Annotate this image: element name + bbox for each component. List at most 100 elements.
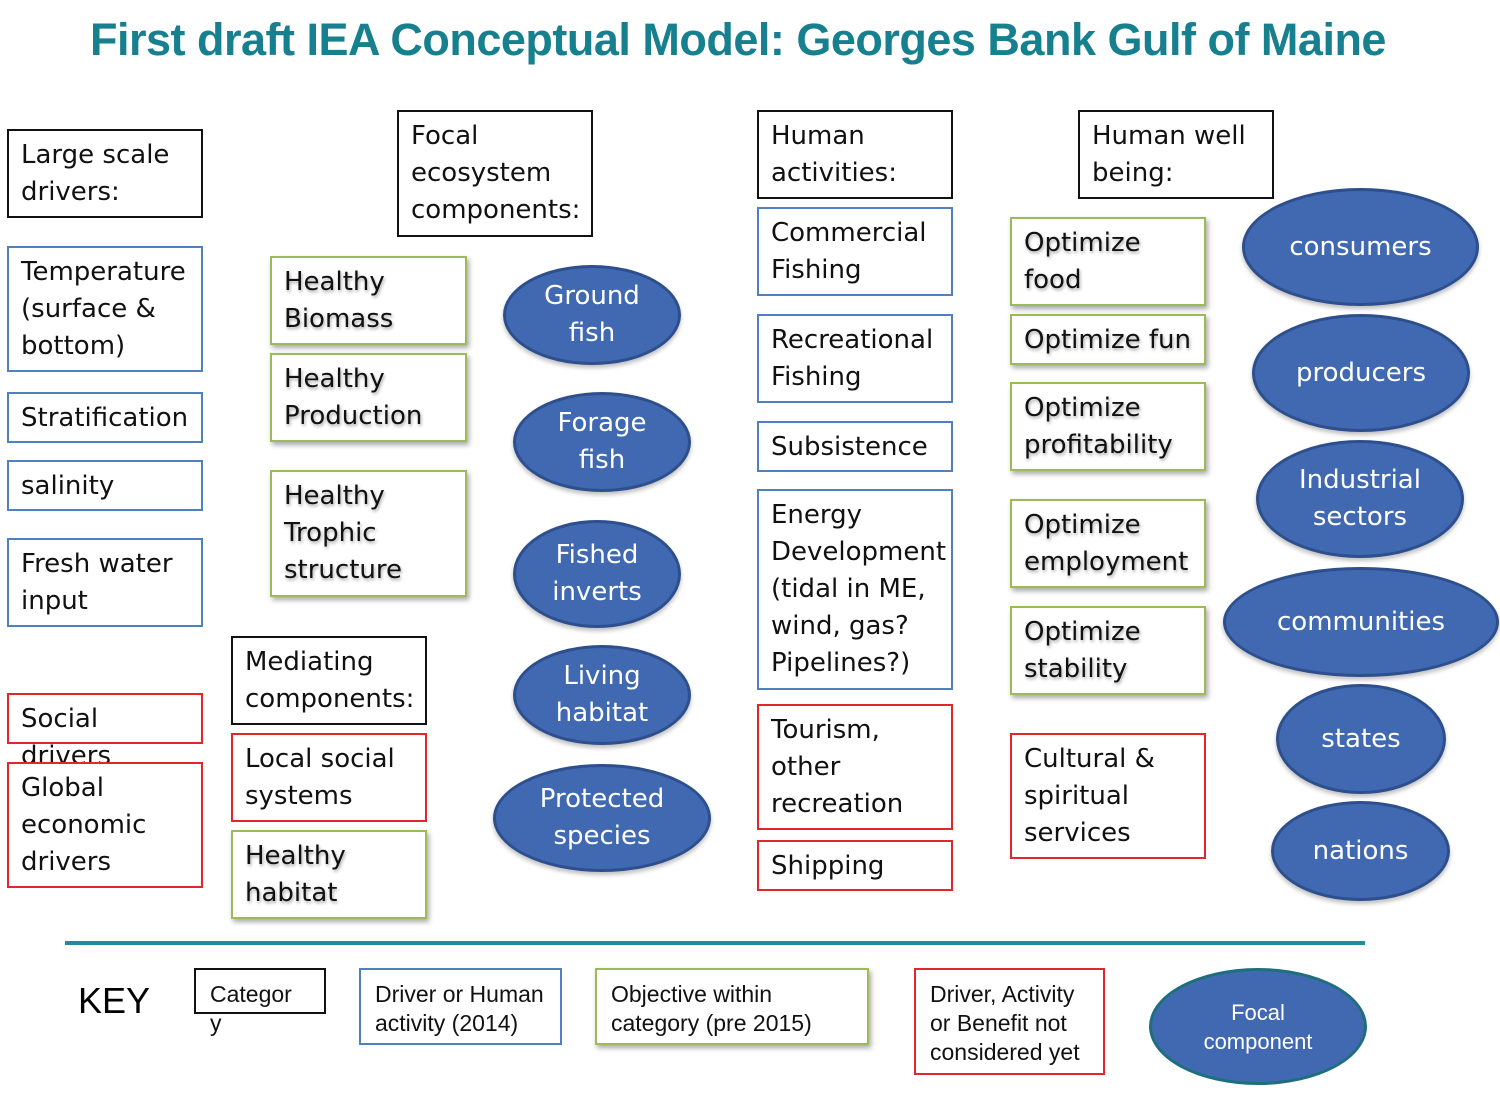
line: economic: [21, 810, 147, 840]
activity-subsistence: Subsistence: [757, 421, 953, 472]
key-focal-component: Focal component: [1149, 968, 1367, 1085]
line: activities:: [771, 158, 897, 188]
line: structure: [284, 555, 402, 585]
line: Living: [563, 661, 641, 691]
line: systems: [245, 781, 353, 811]
objective-healthy-habitat: Healthy habitat: [231, 830, 427, 919]
line: Recreational: [771, 325, 934, 355]
category-human-well-being: Human well being:: [1078, 110, 1274, 199]
key-category: Categor y: [194, 968, 326, 1036]
line: Commercial: [771, 218, 927, 248]
objective-healthy-production: Healthy Production: [270, 353, 467, 442]
benefit-cultural-spiritual: Cultural & spiritual services: [1010, 733, 1206, 859]
category-large-scale-drivers: Large scale drivers:: [7, 129, 203, 218]
driver-stratification: Stratification: [7, 392, 203, 443]
line: Ground: [544, 281, 640, 311]
line: components:: [245, 684, 415, 714]
line: bottom): [21, 331, 126, 361]
line: Industrial: [1299, 465, 1421, 495]
line: salinity: [21, 471, 115, 501]
line: Large scale: [21, 140, 170, 170]
line: Optimize fun: [1024, 325, 1191, 355]
line: drivers: [21, 847, 112, 877]
line: Trophic: [284, 518, 377, 548]
focal-producers: producers: [1252, 314, 1470, 432]
line: input: [21, 586, 88, 616]
activity-recreational-fishing: Recreational Fishing: [757, 314, 953, 403]
line: Optimize: [1024, 228, 1141, 258]
activity-shipping: Shipping: [757, 840, 953, 891]
line: Development: [771, 537, 947, 567]
line: (tidal in ME,: [771, 574, 926, 604]
focal-industrial-sectors: Industrial sectors: [1256, 440, 1464, 558]
key-driver: Driver or Human activity (2014): [359, 968, 562, 1045]
line: Optimize: [1024, 510, 1141, 540]
driver-salinity: salinity: [7, 460, 203, 511]
objective-healthy-biomass: Healthy Biomass: [270, 256, 467, 345]
page-title: First draft IEA Conceptual Model: George…: [90, 14, 1386, 65]
line: habitat: [555, 698, 649, 728]
line: Healthy: [284, 481, 385, 511]
line: Local social: [245, 744, 395, 774]
line: Stratification: [21, 403, 189, 433]
key-text: Driver or Human activity (2014): [375, 981, 544, 1036]
line: employment: [1024, 547, 1189, 577]
key-not-considered: Driver, Activity or Benefit not consider…: [914, 968, 1105, 1075]
objective-healthy-trophic: Healthy Trophic structure: [270, 470, 467, 597]
line: (surface &: [21, 294, 156, 324]
key-text: Driver, Activity or Benefit not consider…: [930, 981, 1080, 1065]
line: producers: [1295, 357, 1427, 388]
line: sectors: [1312, 502, 1408, 532]
line: species: [553, 821, 651, 851]
line: Healthy: [284, 364, 385, 394]
focal-communities: communities: [1223, 567, 1499, 677]
line: components:: [411, 195, 581, 225]
line: other: [771, 752, 841, 782]
line: Temperature: [21, 257, 186, 287]
focal-states: states: [1276, 684, 1446, 794]
line: Optimize: [1024, 617, 1141, 647]
line: Healthy: [284, 267, 385, 297]
line: Forage: [557, 408, 647, 438]
line: states: [1321, 723, 1401, 754]
line: Healthy: [245, 841, 346, 871]
line: fish: [578, 445, 626, 475]
line: Fresh water: [21, 549, 173, 579]
key-label: KEY: [78, 980, 151, 1021]
category-mediating: Mediating components:: [231, 636, 427, 725]
objective-optimize-profitability: Optimize profitability: [1010, 382, 1206, 471]
line: Human: [771, 121, 865, 151]
line: Mediating: [245, 647, 374, 677]
line: Cultural &: [1024, 744, 1155, 774]
line: inverts: [552, 577, 642, 607]
line: consumers: [1289, 231, 1432, 262]
mediating-local-social-systems: Local social systems: [231, 733, 427, 822]
line: services: [1024, 818, 1131, 848]
line: Energy: [771, 500, 863, 530]
driver-global-economic: Global economic drivers: [7, 762, 203, 888]
line: communities: [1277, 606, 1445, 637]
focal-ground-fish: Ground fish: [503, 265, 681, 365]
line: profitability: [1024, 430, 1173, 460]
key-text: Focal component: [1203, 999, 1313, 1054]
line: wind, gas?: [771, 611, 909, 641]
line: recreation: [771, 789, 904, 819]
activity-energy-development: Energy Development (tidal in ME, wind, g…: [757, 489, 953, 690]
line: Fishing: [771, 255, 862, 285]
line: Fishing: [771, 362, 862, 392]
line: Fished: [555, 540, 639, 570]
line: Social drivers: [21, 704, 112, 771]
line: Human well: [1092, 121, 1246, 151]
line: fish: [568, 318, 616, 348]
objective-optimize-fun: Optimize fun: [1010, 314, 1206, 365]
line: Pipelines?): [771, 648, 911, 678]
line: nations: [1312, 835, 1409, 866]
line: Subsistence: [771, 432, 928, 462]
line: food: [1024, 265, 1082, 295]
key-divider: [65, 941, 1365, 945]
line: being:: [1092, 158, 1174, 188]
line: drivers:: [21, 177, 120, 207]
driver-temperature: Temperature (surface & bottom): [7, 246, 203, 372]
line: stability: [1024, 654, 1128, 684]
activity-tourism: Tourism, other recreation: [757, 704, 953, 830]
